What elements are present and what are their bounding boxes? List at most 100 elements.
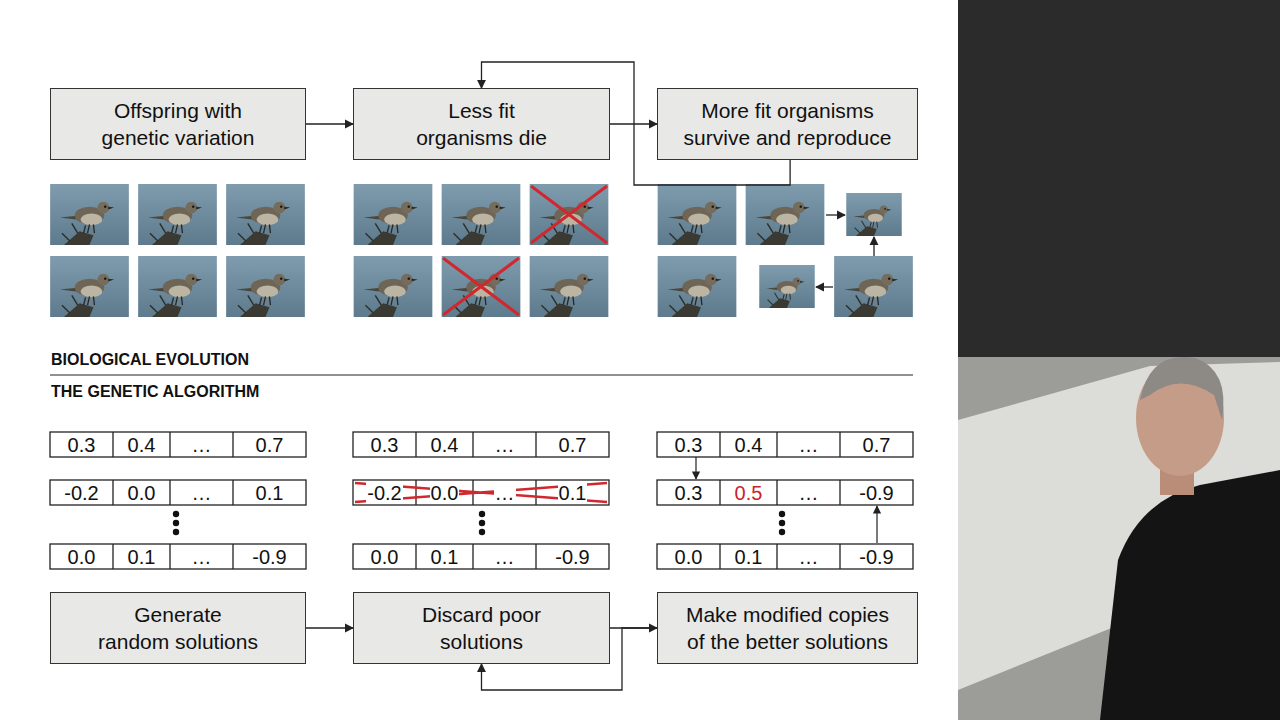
box-label: Discard poor solutions [392,601,572,656]
bird-photo [50,256,129,317]
reproduce-arrow [873,237,874,256]
bird-photo [658,184,737,245]
vector-cell: … [494,482,516,504]
vector-cell: -0.9 [251,546,287,568]
bird-photo [226,256,305,317]
box-label: More fit organisms survive and reproduce [665,97,910,152]
bird-photo [442,184,521,245]
vector-cell: 0.1 [734,546,764,568]
cell-dividers [113,432,233,457]
vector-cell: 0.7 [255,434,285,456]
section-divider [50,375,913,376]
cell-dividers [720,432,840,457]
box-label: Offspring with genetic variation [73,97,283,152]
vector-box [657,432,913,457]
algorithm-step-box: Generate random solutions [50,592,306,664]
vector-box [353,544,609,569]
vector-cell: 0.1 [127,546,157,568]
offspring-photo [759,265,814,308]
reproduce-arrow [826,214,845,215]
vector-cell: 0.0 [370,546,400,568]
section-heading: THE GENETIC ALGORITHM [50,383,260,401]
bird-photo [834,256,913,317]
box-label: Generate random solutions [83,601,273,656]
vector-cell: 0.4 [430,434,460,456]
vector-cell: 0.3 [674,434,704,456]
vector-cell: 0.5 [734,482,764,504]
vector-cell: 0.3 [674,482,704,504]
vertical-ellipsis [173,511,785,535]
cell-dividers [113,480,233,505]
vector-cell: … [191,434,213,456]
cell-dividers [113,544,233,569]
vector-cell: 0.0 [127,482,157,504]
cell-dividers [720,544,840,569]
vector-cell: 0.0 [67,546,97,568]
bird-photo [658,256,737,317]
vector-box [657,480,913,505]
offspring-photo [846,193,901,236]
bird-photo [530,256,609,317]
vector-cell: 0.3 [67,434,97,456]
bird-photo [746,184,825,245]
cell-dividers [416,432,536,457]
vector-box [50,432,306,457]
vector-cell: -0.9 [858,482,894,504]
vector-cell: 0.1 [255,482,285,504]
vector-cell: 0.0 [430,482,460,504]
cross-out [443,258,519,315]
person-hair [1140,357,1223,420]
bird-photo [354,256,433,317]
box-label: Make modified copies of the better solut… [665,601,910,656]
bird-photo [226,184,305,245]
biology-step-box: Less fit organisms die [353,88,610,160]
vector-outlines [50,432,913,569]
vector-cell: -0.9 [554,546,590,568]
bird-photo [442,256,521,317]
bird-photo [530,184,609,245]
vector-cell: … [191,546,213,568]
dark-panel [958,0,1280,357]
bird-photo [354,184,433,245]
cell-dividers [720,480,840,505]
cell-dividers [416,544,536,569]
bird-photo [50,184,129,245]
biology-step-box: More fit organisms survive and reproduce [657,88,918,160]
vector-cell: 0.3 [370,434,400,456]
reproduce-arrow [816,286,833,287]
copy-arrow [695,457,696,479]
vector-cell: … [798,546,820,568]
vector-cell: 0.4 [734,434,764,456]
vector-cell: -0.2 [366,482,402,504]
vector-box [353,432,609,457]
bird-photo [138,256,217,317]
vector-cell: 0.0 [674,546,704,568]
bird-photo [138,184,217,245]
vector-cell: 0.1 [430,546,460,568]
vector-cell: … [798,482,820,504]
vector-cell: … [494,546,516,568]
vector-cell: 0.1 [558,482,588,504]
video-background [958,357,1280,720]
vector-cell: 0.7 [862,434,892,456]
vector-box [50,544,306,569]
vector-cell: … [494,434,516,456]
vector-cell: … [191,482,213,504]
cross-out [531,186,607,243]
flow-arrow [306,123,353,124]
vector-cell: -0.2 [63,482,99,504]
vector-box [353,480,609,505]
box-label: Less fit organisms die [382,97,582,152]
vector-cell: 0.4 [127,434,157,456]
vector-cell: -0.9 [858,546,894,568]
vector-cell: 0.7 [558,434,588,456]
algorithm-step-box: Discard poor solutions [353,592,610,664]
section-heading: BIOLOGICAL EVOLUTION [50,351,250,369]
flow-arrow [306,627,353,628]
algorithm-step-box: Make modified copies of the better solut… [657,592,918,664]
vector-box [50,480,306,505]
biology-step-box: Offspring with genetic variation [50,88,306,160]
person-body [1100,470,1280,720]
copy-arrow [876,506,877,543]
